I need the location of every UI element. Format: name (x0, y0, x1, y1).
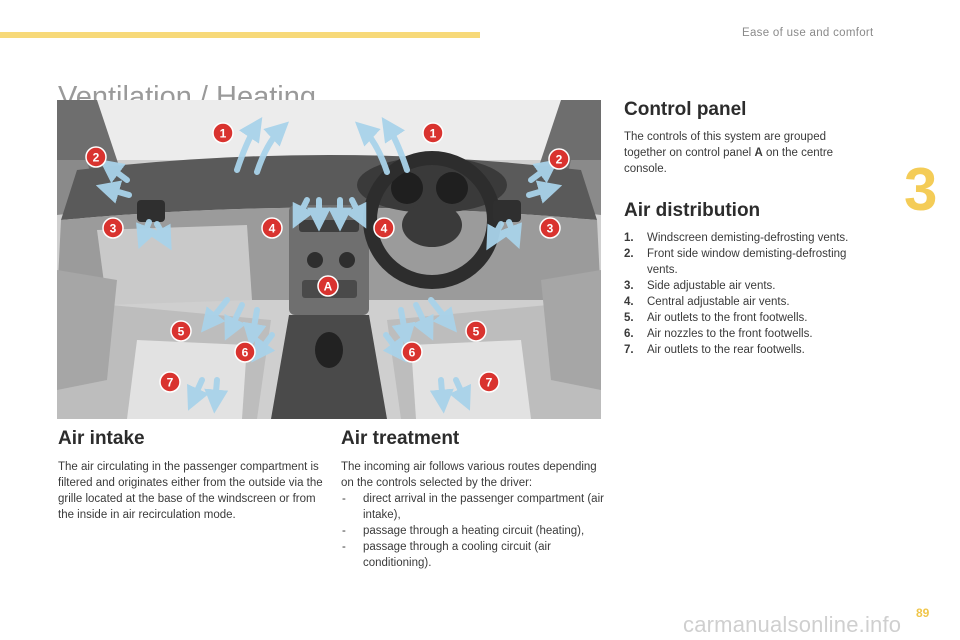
marker-label: A (324, 280, 333, 294)
figure-markers: 1 1 2 2 3 3 4 4 A 5 5 6 6 7 7 (85, 122, 570, 393)
list-item: passage through a cooling circuit (air c… (341, 539, 606, 571)
air-intake-text: The air circulating in the passenger com… (58, 461, 323, 521)
marker-label: 7 (167, 376, 174, 390)
list-item: 5. Air outlets to the front footwells. (624, 310, 869, 326)
item-text: Front side window demisting-defrosting v… (647, 248, 847, 276)
watermark: carmanualsonline.info (683, 612, 902, 637)
marker-label: 1 (430, 127, 437, 141)
marker-3-left: 3 (102, 217, 124, 239)
air-treatment-list: direct arrival in the passenger compartm… (341, 491, 606, 571)
top-accent-bar (0, 32, 480, 38)
marker-label: 6 (242, 346, 249, 360)
air-distribution-list: 1. Windscreen demisting-defrosting vents.… (624, 230, 869, 358)
item-text: Air outlets to the front footwells. (647, 312, 808, 324)
control-panel-ref-a: A (754, 147, 763, 159)
control-panel-section: Control panel The controls of this syste… (624, 99, 859, 177)
list-item: passage through a heating circuit (heati… (341, 523, 606, 539)
marker-4-right: 4 (373, 217, 395, 239)
list-item: 7. Air outlets to the rear footwells. (624, 342, 869, 358)
section-label: Ease of use and comfort (742, 27, 874, 39)
control-panel-text-start: The controls of this system are grouped … (624, 131, 826, 159)
chapter-number: 3 (904, 156, 938, 223)
item-number: 4. (624, 296, 634, 308)
list-item: 4. Central adjustable air vents. (624, 294, 869, 310)
list-item: 1. Windscreen demisting-defrosting vents. (624, 230, 869, 246)
control-panel-text-end: on the centre console. (624, 147, 834, 175)
marker-7-right: 7 (478, 371, 500, 393)
marker-label: 3 (547, 222, 554, 236)
marker-label: 2 (556, 153, 563, 167)
marker-4-left: 4 (261, 217, 283, 239)
marker-3-right: 3 (539, 217, 561, 239)
marker-6-right: 6 (401, 341, 423, 363)
list-item: direct arrival in the passenger compartm… (341, 491, 606, 523)
marker-label: 6 (409, 346, 416, 360)
air-distribution-heading: Air distribution (624, 200, 761, 221)
item-number: 7. (624, 344, 634, 356)
item-text: Central adjustable air vents. (647, 296, 790, 308)
air-intake-section: Air intake The air circulating in the pa… (58, 428, 323, 523)
page-number: 89 (916, 606, 930, 620)
item-number: 5. (624, 312, 634, 324)
marker-2-left: 2 (85, 146, 107, 168)
control-panel-heading: Control panel (624, 99, 747, 120)
marker-5-right: 5 (465, 320, 487, 342)
marker-label: 4 (381, 222, 388, 236)
marker-a-control-panel: A (317, 275, 339, 297)
item-number: 3. (624, 280, 634, 292)
air-treatment-section: Air treatment The incoming air follows v… (341, 428, 606, 571)
list-item: 3. Side adjustable air vents. (624, 278, 869, 294)
air-treatment-intro: The incoming air follows various routes … (341, 461, 597, 489)
marker-label: 2 (93, 151, 100, 165)
marker-label: 1 (220, 127, 227, 141)
item-text: Side adjustable air vents. (647, 280, 776, 292)
dashboard-airflow-illustration: 1 1 2 2 3 3 4 4 A 5 5 6 6 7 7 (57, 100, 601, 419)
control-panel-text: The controls of this system are grouped … (624, 129, 859, 177)
air-intake-heading: Air intake (58, 428, 145, 449)
item-number: 1. (624, 232, 634, 244)
marker-1-right: 1 (422, 122, 444, 144)
item-text: Air nozzles to the front footwells. (647, 328, 813, 340)
marker-label: 7 (486, 376, 493, 390)
marker-7-left: 7 (159, 371, 181, 393)
air-distribution-section: Air distribution 1. Windscreen demisting-… (624, 200, 869, 358)
dashboard-illustration-svg: 1 1 2 2 3 3 4 4 A 5 5 6 6 7 7 (57, 100, 601, 419)
air-treatment-heading: Air treatment (341, 428, 460, 449)
marker-label: 4 (269, 222, 276, 236)
item-number: 2. (624, 248, 634, 260)
marker-6-left: 6 (234, 341, 256, 363)
marker-label: 3 (110, 222, 117, 236)
list-item: 6. Air nozzles to the front footwells. (624, 326, 869, 342)
marker-5-left: 5 (170, 320, 192, 342)
item-text: Windscreen demisting-defrosting vents. (647, 232, 849, 244)
marker-label: 5 (178, 325, 185, 339)
marker-1-left: 1 (212, 122, 234, 144)
marker-label: 5 (473, 325, 480, 339)
marker-2-right: 2 (548, 148, 570, 170)
item-text: Air outlets to the rear footwells. (647, 344, 805, 356)
list-item: 2. Front side window demisting-defrosting… (624, 246, 869, 278)
item-number: 6. (624, 328, 634, 340)
